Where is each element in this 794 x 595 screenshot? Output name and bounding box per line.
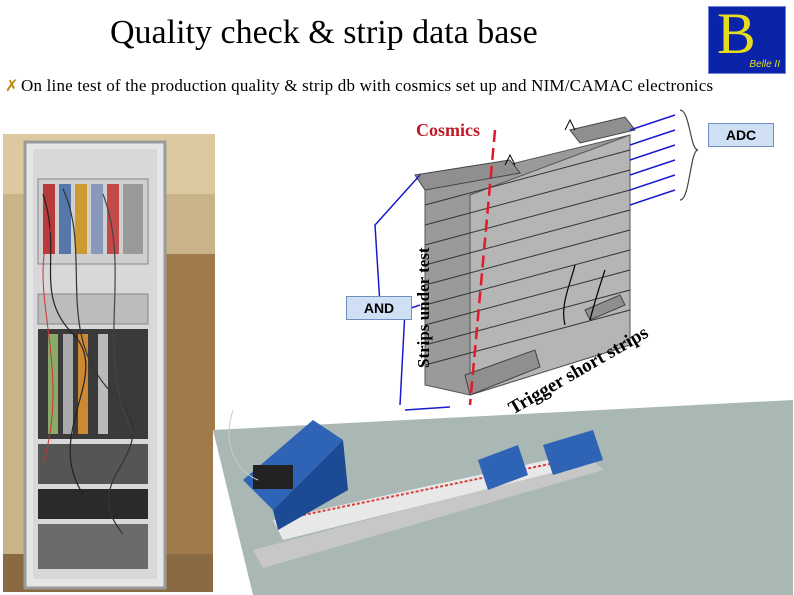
check-mark-icon: ✗ — [5, 76, 19, 95]
and-box: AND — [346, 296, 412, 320]
strips-under-test-label: Strips under test — [414, 247, 433, 368]
page-title: Quality check & strip data base — [110, 14, 538, 51]
cosmics-test-diagram — [374, 109, 699, 411]
belle-ii-logo: B Belle II — [708, 1, 786, 74]
logo-text: Belle II — [749, 59, 780, 70]
bullet-text: On line test of the production quality &… — [21, 76, 714, 95]
logo-letter: B — [717, 1, 756, 66]
electronics-rack-photo — [3, 134, 215, 592]
cosmics-label: Cosmics — [416, 120, 480, 140]
strip-module-photo — [213, 400, 793, 595]
adc-box: ADC — [708, 123, 774, 147]
